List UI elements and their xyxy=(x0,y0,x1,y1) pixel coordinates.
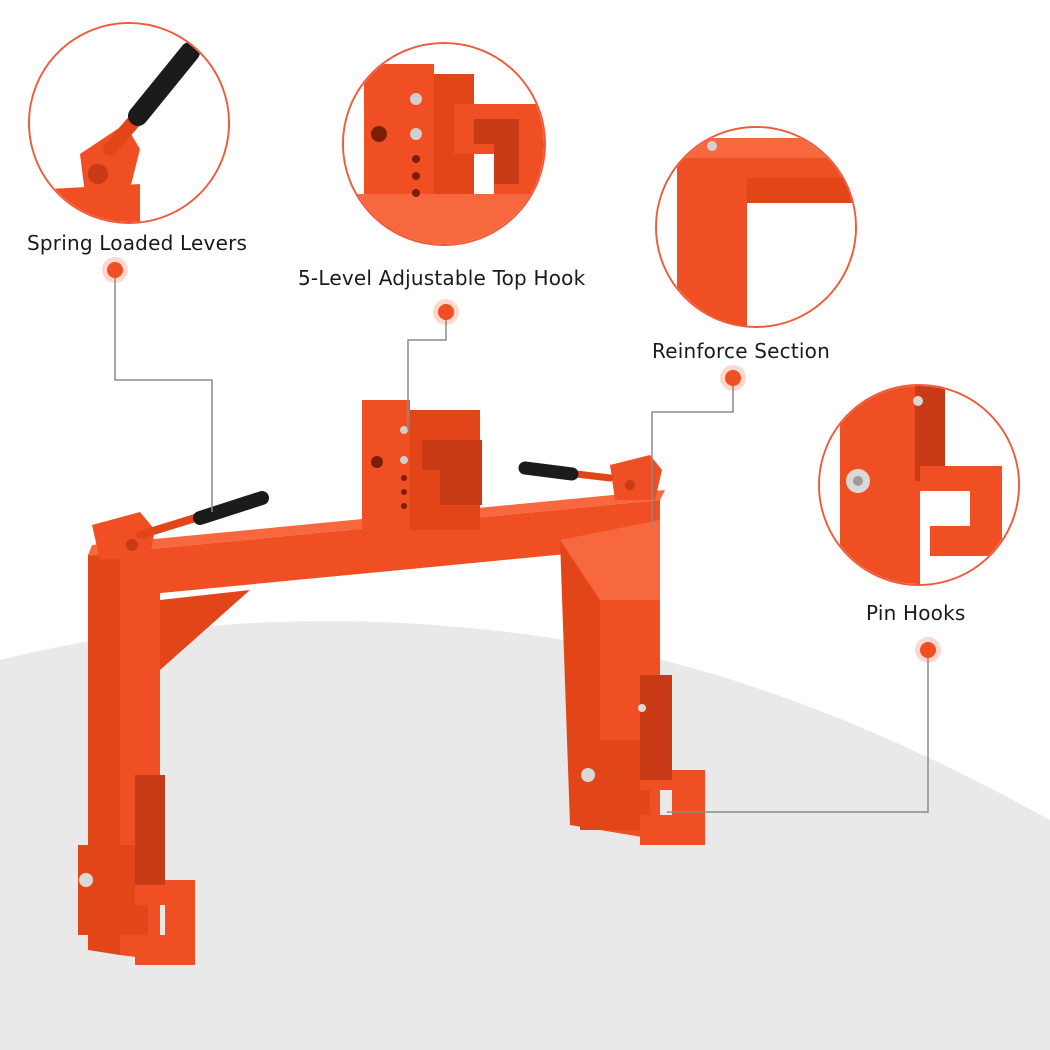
top-hook-label: 5-Level Adjustable Top Hook xyxy=(298,266,586,290)
top-hook-marker xyxy=(438,304,454,320)
pin-hook-callout xyxy=(818,384,1020,586)
top-hook-callout xyxy=(342,42,546,246)
spring-lever-label: Spring Loaded Levers xyxy=(27,231,248,255)
spring-lever-marker xyxy=(107,262,123,278)
reinforce-callout xyxy=(655,126,857,328)
reinforce-label: Reinforce Section xyxy=(652,339,830,363)
reinforce-marker xyxy=(725,370,741,386)
pin-hooks-label: Pin Hooks xyxy=(866,601,966,625)
spring-lever-callout xyxy=(28,22,230,224)
pin-hooks-marker xyxy=(920,642,936,658)
